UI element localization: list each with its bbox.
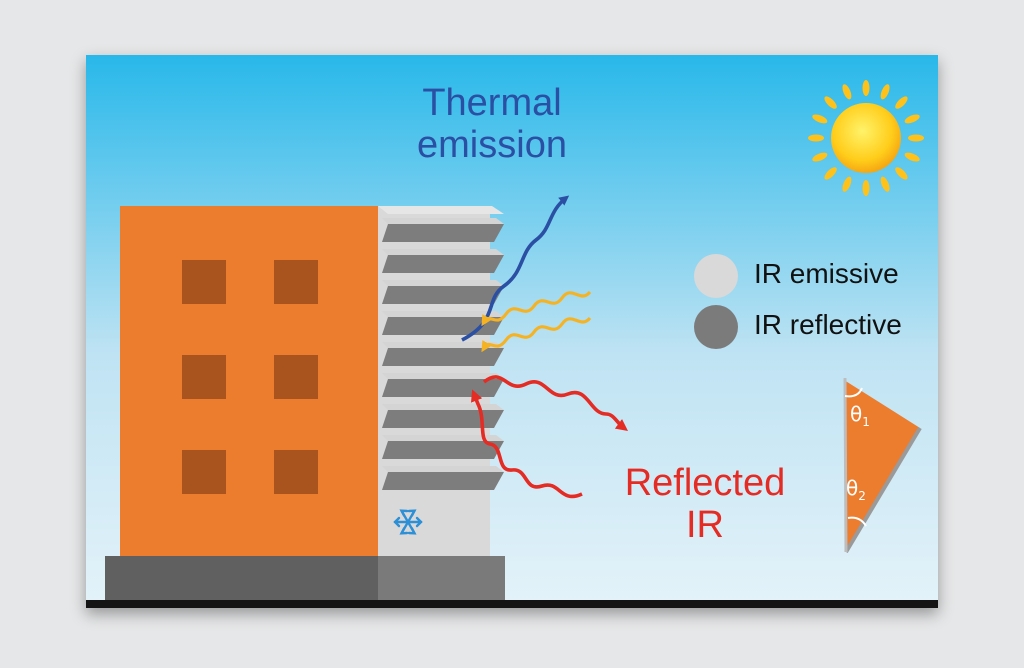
theta1-label: θ1 [850,402,870,429]
louver-top-face [382,466,504,472]
window [274,260,318,304]
sun-ray [895,167,908,180]
snowflake-icon [393,509,423,535]
louver-top-face [382,249,504,255]
louver [382,255,504,273]
building-windows [182,260,318,494]
thermal-emission-line2: emission [417,124,567,166]
sun-ray [880,176,890,192]
reflected-ir-label: Reflected IR [610,462,800,546]
sun-ray [904,114,920,124]
facade-louvers [378,206,504,490]
thermal-emission-wave [461,195,570,342]
sun-ray [842,84,852,100]
sun-ray [824,167,837,180]
louver [382,410,504,428]
sun-ray [824,96,837,109]
theta2-subscript: 2 [858,489,866,503]
louver [382,224,504,242]
louver [382,348,504,366]
louver [378,206,504,214]
window [182,450,226,494]
louver [382,472,504,490]
louver [382,317,504,335]
incoming-ir-wave-upper [481,290,592,327]
louver-top-face [382,435,504,441]
legend-emissive-label: IR emissive [754,258,899,289]
theta2-symbol: θ [846,476,859,500]
sun-ray [812,152,828,162]
thermal-emission-label: Thermal emission [408,82,576,166]
louver-top-face [382,311,504,317]
sun-ray [880,84,890,100]
window [182,355,226,399]
sun-ray [908,134,924,142]
louver-top-face [382,404,504,410]
reflected-ir-wave-incoming [471,389,583,499]
louver-top-face [382,280,504,286]
legend-emissive-swatch [694,254,738,298]
ground [86,600,938,608]
sun-ray [895,96,908,109]
reflected-ir-line1: Reflected [624,462,786,504]
louver-top-face [382,218,504,224]
reflected-ir-wave-outgoing [482,375,628,432]
louver [382,441,504,459]
building-base-right [378,556,505,600]
louver-top-face [382,373,504,379]
theta2-label: θ2 [846,476,866,503]
window [182,260,226,304]
legend-reflective-label: IR reflective [754,309,902,340]
reflected-ir-line2: IR [686,504,724,546]
theta1-subscript: 1 [862,415,870,429]
incoming-ir-wave-lower [481,316,592,353]
louver-angle-inset [843,377,922,554]
legend-reflective-swatch [694,305,738,349]
building-body [120,206,382,556]
window [274,355,318,399]
thermal-emission-line1: Thermal [422,82,562,124]
sun-ray [862,180,870,196]
window [274,450,318,494]
theta2-arc [847,516,867,527]
sun-ray [812,114,828,124]
theta1-symbol: θ [850,402,863,426]
sun-ray [842,176,852,192]
sun-icon [808,80,924,196]
sun-ray [904,152,920,162]
sun-ray [808,134,824,142]
louver-stack [382,218,504,490]
louver [382,286,504,304]
louver-top-face [382,342,504,348]
theta1-arc [844,387,863,398]
sun-ray [862,80,870,96]
